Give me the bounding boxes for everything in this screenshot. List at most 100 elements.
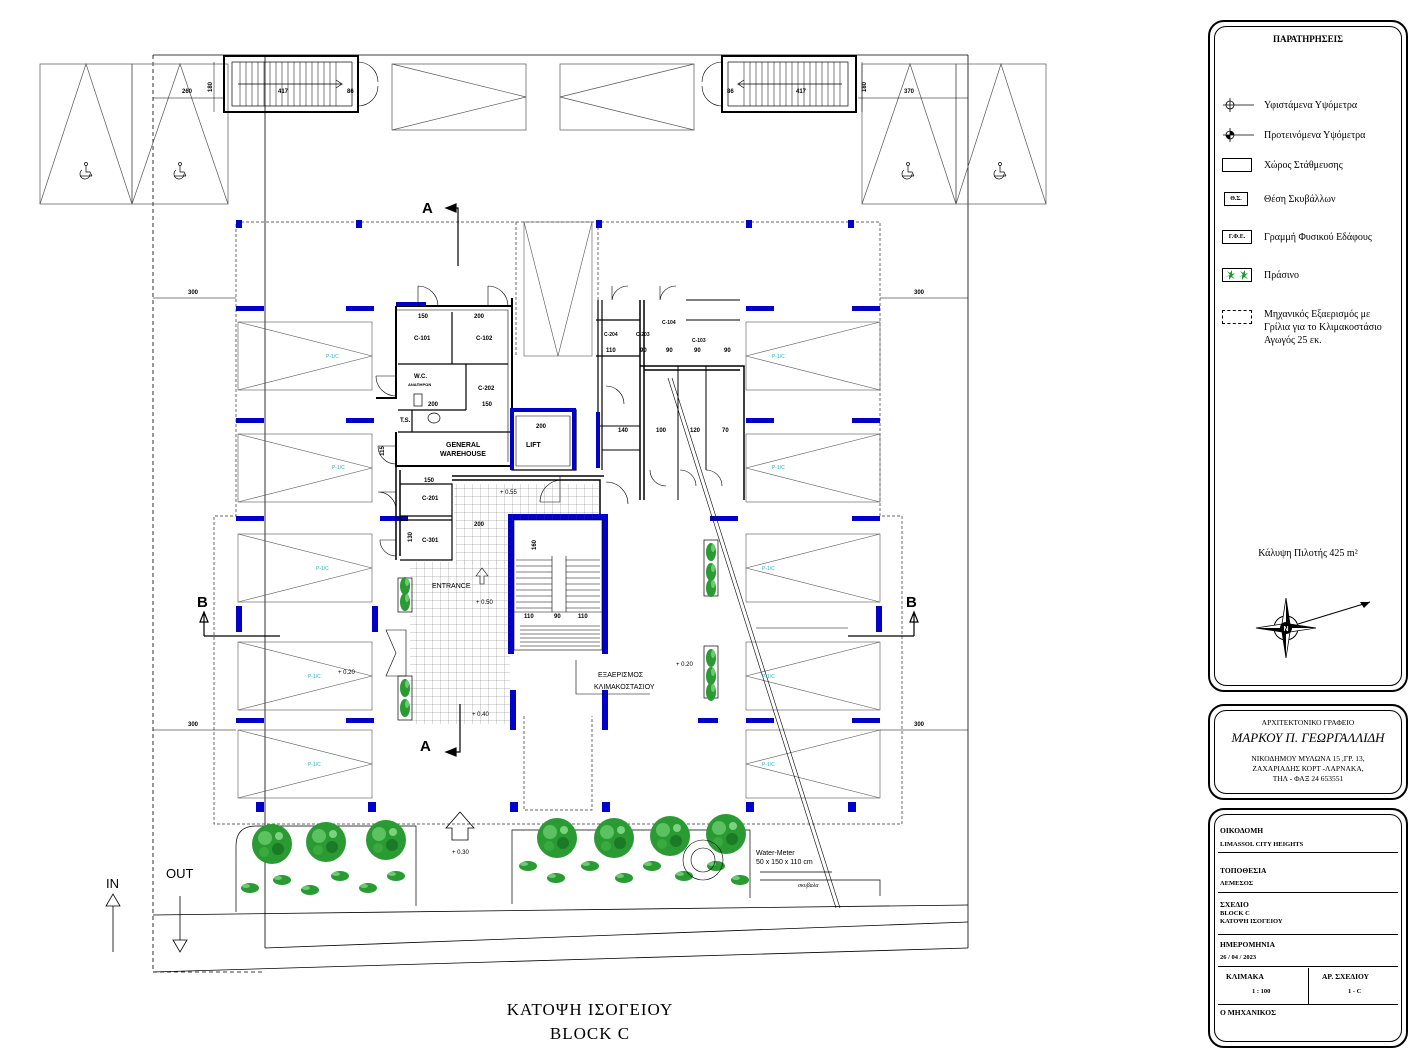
level-040: + 0.40 (472, 712, 489, 718)
dim-90-a: 90 (640, 348, 647, 354)
dim-90-stair: 90 (554, 614, 561, 620)
parking-tag: P-1/C (762, 762, 775, 768)
dim-417-left: 417 (278, 89, 289, 95)
legend-mech-ventilation: Μηχανικός Εξαερισμός με Γρίλια για το Κλ… (1220, 308, 1400, 347)
office-phone: ΤΗΛ - ΦΑΞ 24 653551 (1272, 774, 1344, 783)
ventilation-duct (575, 377, 848, 909)
room-wc: W.C. (414, 374, 427, 380)
doors (375, 285, 723, 557)
water-meter-detail (682, 839, 724, 881)
tb-building: ΟΙΚΟΔΟΜΗ LIMASSOL CITY HEIGHTS (1218, 824, 1398, 853)
tb-location: ΤΟΠΟΘΕΣΙΑ ΛΕΜΕΣΟΣ (1218, 862, 1398, 893)
level-020-a: + 0.20 (338, 670, 355, 676)
room-c204: C-204 (604, 332, 618, 338)
columns (236, 220, 882, 812)
section-lines (199, 203, 919, 757)
room-lift: LIFT (526, 442, 541, 449)
room-c203: C-203 (636, 332, 650, 338)
level-055: + 0.55 (500, 490, 517, 496)
dim-130: 130 (408, 531, 415, 543)
legend-title: ΠΑΡΑΤΗΡΗΣΕΙΣ (1272, 34, 1344, 44)
parking-tag: P-1/C (308, 674, 321, 680)
section-a-bottom: A (420, 738, 431, 755)
dim-90-d: 90 (724, 348, 731, 354)
dim-120: 120 (690, 428, 701, 434)
dim-417-right: 417 (796, 89, 807, 95)
legend-parking-space: Χώρος Στάθμευσης (1220, 156, 1400, 174)
room-entrance: ENTRANCE (432, 583, 471, 590)
parking-tag: P-1/C (772, 354, 785, 360)
water-meter-dims: 50 x 150 x 110 cm (756, 859, 813, 866)
dim-300-d: 300 (914, 722, 925, 728)
title-block: ΟΙΚΟΔΟΜΗ LIMASSOL CITY HEIGHTS ΤΟΠΟΘΕΣΙΑ… (1208, 808, 1408, 1048)
room-c201: C-201 (422, 496, 439, 502)
room-ts: T.S. (400, 418, 411, 424)
tb-scale-sheet: ΚΛΙΜΑΚΑ 1 : 100 ΑΡ. ΣΧΕΔΙΟΥ 1 - C (1218, 968, 1398, 1005)
parking-space-icon (1220, 156, 1254, 174)
dim-200-lift: 200 (536, 424, 547, 430)
dim-150-c201: 150 (424, 478, 435, 484)
entrance-tiled-area (410, 484, 600, 724)
parking-bays (237, 321, 881, 799)
office-address-1: ΝΙΚΟΔΗΜΟΥ ΜΥΛΩΝΑ 15 ,ΓΡ. 13, (1251, 754, 1365, 763)
proposed-level-icon (1220, 126, 1254, 144)
room-c102: C-102 (476, 336, 493, 342)
level-020-b: + 0.20 (676, 662, 693, 668)
pilotis-coverage: Κάλυψη Πιλοτής 425 m² (1258, 548, 1358, 559)
dim-180-right: 180 (862, 81, 869, 93)
room-wc-sub: ΑΝΑΠΗΡΩΝ (408, 382, 432, 387)
north-label: N (1283, 626, 1288, 633)
ground-line-icon: Γ.Φ.Ε. (1220, 228, 1254, 246)
north-arrow-icon: N (1255, 597, 1371, 659)
wc-fixtures (413, 393, 441, 424)
refuse-label: σκυβαλα (798, 883, 819, 889)
room-c202: C-202 (478, 386, 495, 392)
room-general-1: GENERAL (446, 442, 481, 449)
dim-115: 115 (379, 446, 386, 456)
parking-tag: P-1/C (308, 762, 321, 768)
dim-150-c101: 150 (418, 314, 429, 320)
dim-200-c102: 200 (474, 314, 485, 320)
plan-title-line2: BLOCK C (549, 1024, 631, 1043)
ramp-top (523, 221, 593, 357)
existing-level-icon (1220, 96, 1254, 114)
room-c103: C-103 (692, 338, 706, 344)
top-parking-left (39, 62, 229, 205)
tb-engineer: Ο ΜΗΧΑΝΙΚΟΣ (1220, 1008, 1277, 1017)
dim-110-b: 110 (578, 614, 588, 620)
parking-tag: P-1/C (772, 465, 785, 471)
legend-refuse-position: Θ.Σ. Θέση Σκυβάλλων (1220, 190, 1400, 208)
top-stair-right (701, 55, 857, 113)
front-garden-trees (252, 814, 746, 864)
dim-150-c202: 150 (482, 402, 493, 408)
section-b-right: B (906, 594, 917, 611)
legend-panel: ΠΑΡΑΤΗΡΗΣΕΙΣ Υφιστάμενα Υψόμετρα Προτειν… (1208, 20, 1408, 692)
parking-tag: P-1/C (316, 566, 329, 572)
legend-existing-levels: Υφιστάμενα Υψόμετρα (1220, 96, 1400, 114)
room-general-2: WAREHOUSE (440, 451, 486, 458)
office-name: ΜΑΡΚΟΥ Π. ΓΕΩΡΓΑΛΛΙΔΗ (1231, 730, 1385, 745)
dim-260: 260 (182, 89, 193, 95)
dim-90-c: 90 (694, 348, 701, 354)
dim-200-entry: 200 (474, 522, 485, 528)
level-030: + 0.30 (452, 850, 469, 856)
dim-100: 100 (656, 428, 667, 434)
dim-86-left: 86 (347, 89, 354, 95)
top-parking-middle (391, 63, 695, 131)
plan-title-line1: ΚΑΤΟΨΗ ΙΣΟΓΕΙΟΥ (506, 1000, 674, 1019)
tb-date: ΗΜΕΡΟΜΗΝΙΑ 26 / 04 / 2023 (1218, 936, 1398, 967)
office-panel: ΑΡΧΙΤΕΚΤΟΝΙΚΟ ΓΡΑΦΕΙΟ ΜΑΡΚΟΥ Π. ΓΕΩΡΓΑΛΛ… (1208, 704, 1408, 800)
dim-370: 370 (904, 89, 915, 95)
internal-stair (513, 519, 603, 651)
dim-140: 140 (618, 428, 629, 434)
core-walls (376, 298, 745, 561)
legend-proposed-levels: Προτεινόμενα Υψόμετρα (1220, 126, 1400, 144)
legend-natural-ground-line: Γ.Φ.Ε. Γραμμή Φυσικού Εδάφους (1220, 228, 1400, 246)
parking-tag: P-1/C (762, 674, 775, 680)
ventilation-label-1: ΕΞΑΕΡΙΣΜΟΣ (598, 672, 644, 679)
in-label: IN (106, 876, 119, 891)
floor-plan-drawing (39, 54, 1047, 973)
ventilation-label-2: ΚΛΙΜΑΚΟΣΤΑΣΙΟΥ (594, 684, 655, 691)
greenery-icon (1220, 266, 1254, 284)
parking-tag: P-1/C (762, 566, 775, 572)
